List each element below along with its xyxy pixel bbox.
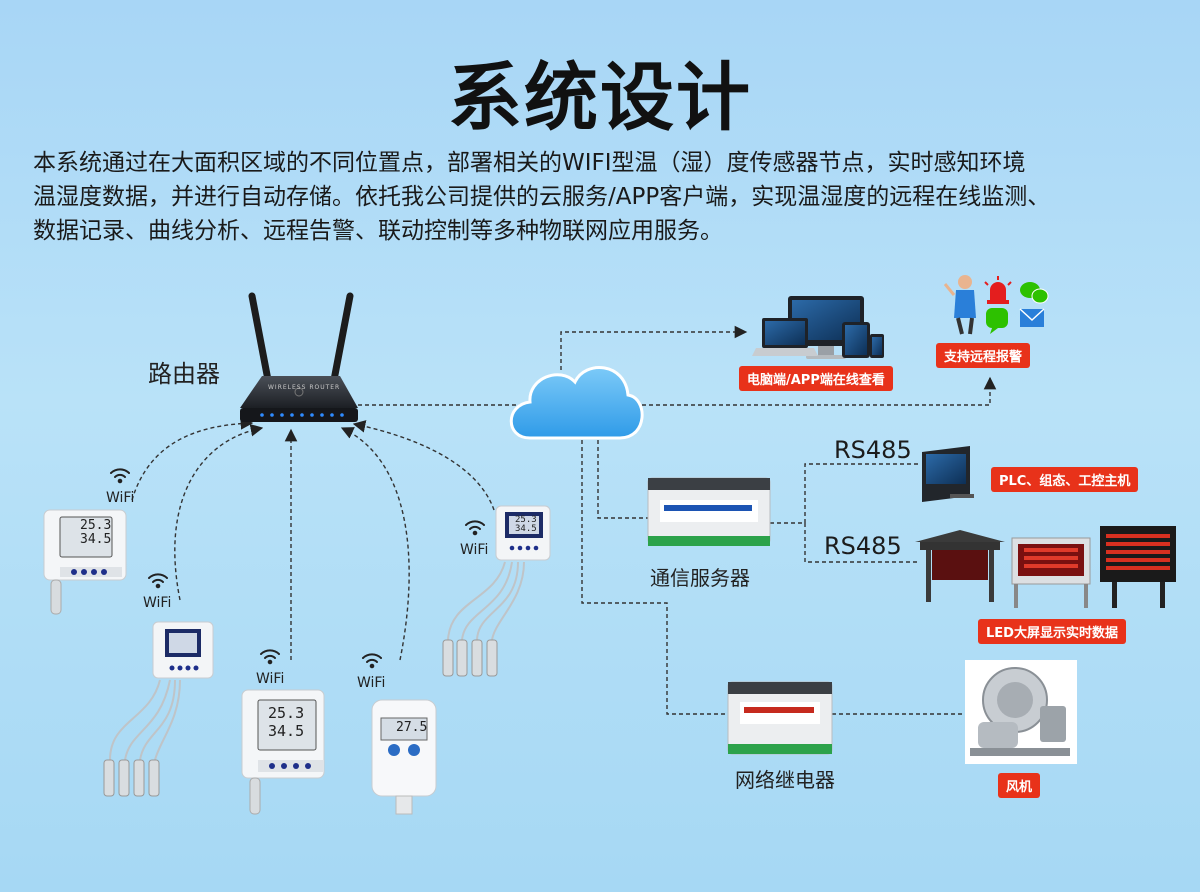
led-board-device <box>1011 537 1091 608</box>
wifi-icon <box>110 468 130 484</box>
sensor-1 <box>43 509 127 615</box>
router-label: 路由器 <box>148 360 220 388</box>
sensor4-value: 27.5 <box>396 720 428 735</box>
pc-app-devices <box>752 296 884 359</box>
pc-app-tag: 电脑端/APP端在线查看 <box>739 366 893 391</box>
intro-line-3: 数据记录、曲线分析、远程告警、联动控制等多种物联网应用服务。 <box>33 218 723 244</box>
link-sensor4-router <box>340 427 410 661</box>
sensor-4 <box>371 699 437 815</box>
alarm-group <box>943 275 1049 335</box>
sensor-5 <box>442 505 551 677</box>
rs485-bottom-label: RS485 <box>824 532 902 560</box>
link-cloud-relay <box>581 440 728 715</box>
wifi-icon <box>148 573 168 589</box>
intro-paragraph: 本系统通过在大面积区域的不同位置点，部署相关的WIFI型温（湿）度传感器节点，实… <box>33 146 1173 248</box>
led-sign-device <box>1100 526 1176 608</box>
wifi-label: WiFi <box>256 671 285 687</box>
wechat-icon <box>1020 282 1049 304</box>
fan-tag: 风机 <box>998 773 1041 798</box>
led-tag: LED大屏显示实时数据 <box>978 619 1126 644</box>
sensor5-temp: 25.3 <box>515 515 537 525</box>
link-cloud-alarm <box>628 376 997 406</box>
rs485-top-label: RS485 <box>834 436 912 464</box>
link-sensor5-router <box>352 420 495 511</box>
plc-panel-device <box>922 446 974 502</box>
wifi-icon <box>465 520 485 536</box>
siren-icon <box>984 276 1012 304</box>
wifi-icon <box>362 653 382 669</box>
wifi-label: WiFi <box>460 542 489 558</box>
page-title: 系统设计 <box>448 55 752 141</box>
intro-line-2: 温湿度数据，并进行自动存储。依托我公司提供的云服务/APP客户端，实现温湿度的远… <box>33 184 1051 210</box>
wifi-label: WiFi <box>143 595 172 611</box>
router-brand-text: WIRELESS ROUTER <box>268 384 341 391</box>
cloud-icon <box>509 366 644 440</box>
led-kiosk-device <box>915 530 1005 602</box>
sensor1-temp: 25.3 <box>80 518 112 533</box>
comm-server-label: 通信服务器 <box>650 566 750 590</box>
link-rs485-plc <box>770 463 920 524</box>
sensor3-temp: 25.3 <box>268 704 305 722</box>
link-cloud-commserver <box>597 440 648 519</box>
network-relay-device <box>727 681 833 755</box>
link-sensor1-router <box>131 417 254 501</box>
link-rs485-led <box>804 523 920 563</box>
wifi-label: WiFi <box>357 675 386 691</box>
email-icon <box>1019 308 1045 327</box>
router-device <box>240 292 358 422</box>
sensor5-hum: 34.5 <box>515 524 537 534</box>
sensor1-hum: 34.5 <box>80 532 112 547</box>
intro-line-1: 本系统通过在大面积区域的不同位置点，部署相关的WIFI型温（湿）度传感器节点，实… <box>33 150 1026 176</box>
sensor-3 <box>241 689 325 815</box>
sms-icon <box>986 308 1008 334</box>
net-relay-label: 网络继电器 <box>735 768 835 792</box>
sensor-2 <box>103 621 214 797</box>
comm-server-device <box>647 477 771 546</box>
fan-device <box>965 660 1077 764</box>
connection-lines <box>131 325 997 715</box>
link-sensor2-router <box>174 423 264 601</box>
alarm-tag: 支持远程报警 <box>936 343 1031 368</box>
person-icon <box>943 275 976 335</box>
link-cloud-pc <box>560 325 748 370</box>
sensor3-hum: 34.5 <box>268 722 305 740</box>
wifi-icon <box>260 649 280 665</box>
wifi-label: WiFi <box>106 490 135 506</box>
plc-tag: PLC、组态、工控主机 <box>991 467 1139 492</box>
